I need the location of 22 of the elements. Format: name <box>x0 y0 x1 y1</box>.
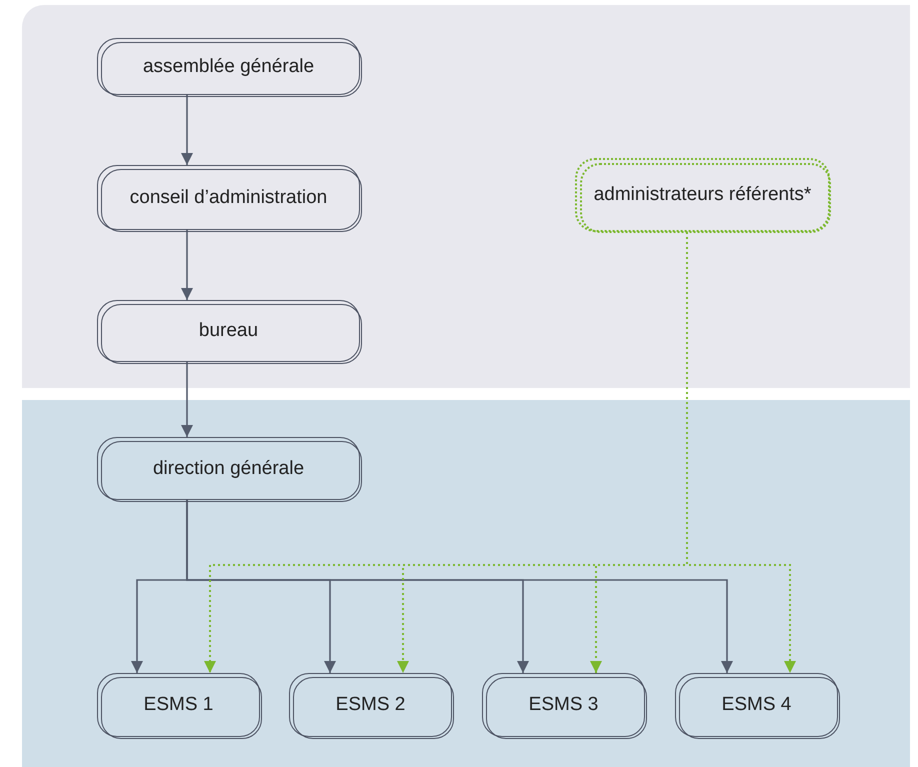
box-label: direction générale <box>152 456 304 480</box>
rounded-box <box>482 673 645 737</box>
rounded-box <box>97 165 360 230</box>
arrow <box>181 95 193 165</box>
box-label: conseil d’administration <box>130 186 328 210</box>
rounded-box <box>575 158 830 232</box>
rounded-box <box>289 673 452 737</box>
rounded-box <box>675 673 838 737</box>
rounded-box <box>97 38 360 95</box>
rounded-box <box>97 673 260 737</box>
box-label: ESMS 1 <box>144 693 214 717</box>
arrow <box>181 230 193 300</box>
box-label: ESMS 4 <box>722 693 792 717</box>
arrow <box>186 500 733 673</box>
arrow <box>181 362 193 437</box>
box-label: administrateurs référents* <box>594 183 812 207</box>
rounded-box <box>97 437 360 500</box>
rounded-box <box>97 300 360 362</box>
box-label: ESMS 3 <box>528 693 598 717</box>
box-label: ESMS 2 <box>336 693 406 717</box>
box-label: assemblée générale <box>142 54 314 78</box>
box-label: bureau <box>198 319 258 343</box>
